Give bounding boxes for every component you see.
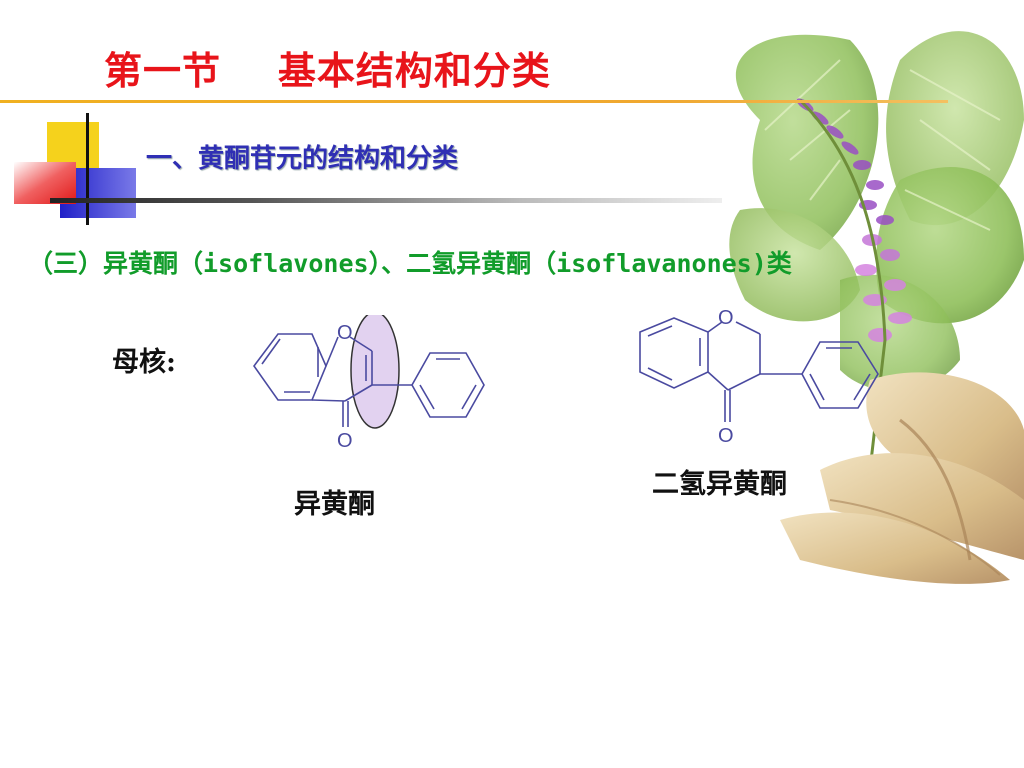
slide-title: 第一节 基本结构和分类 bbox=[104, 49, 551, 93]
ring-oxygen-label-2: O bbox=[718, 307, 734, 329]
decorative-squares bbox=[14, 113, 136, 225]
isoflavanone-structure: O O bbox=[639, 307, 879, 447]
carbonyl-oxygen-label-2: O bbox=[718, 425, 734, 447]
subtitle-divider bbox=[50, 198, 722, 203]
c2-c3-highlight bbox=[350, 315, 400, 429]
subsection-heading: （三）异黄酮（isoflavones）、二氢异黄酮（isoflavanones)… bbox=[28, 249, 792, 278]
isoflavanone-label: 二氢异黄酮 bbox=[652, 469, 787, 500]
core-label: 母核: bbox=[112, 347, 176, 378]
title-divider bbox=[0, 100, 948, 103]
isoflavone-label: 异黄酮 bbox=[294, 489, 375, 520]
ring-oxygen-label: O bbox=[337, 322, 353, 344]
isoflavone-structure: O O bbox=[253, 315, 485, 452]
carbonyl-oxygen-label: O bbox=[337, 430, 353, 452]
section-subtitle: 一、黄酮苷元的结构和分类 bbox=[146, 144, 459, 174]
